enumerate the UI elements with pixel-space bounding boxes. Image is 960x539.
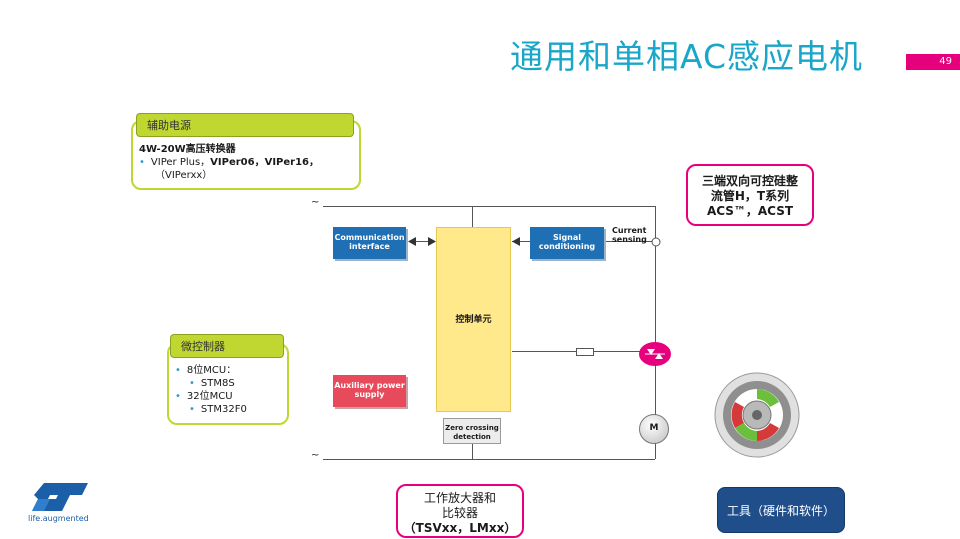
mains-symbol-bottom: ~ bbox=[311, 450, 320, 461]
signal-conditioning-block: Signal conditioning bbox=[530, 227, 604, 259]
aux-power-line1-plain: VIPer Plus， bbox=[150, 157, 211, 168]
control-feed bbox=[472, 206, 473, 228]
mains-line-top bbox=[323, 206, 655, 207]
mcu-item: •STM32F0 bbox=[189, 404, 247, 415]
mcu-item-label: 8位MCU： bbox=[186, 365, 237, 376]
current-sensing-label: Current sensing bbox=[612, 226, 647, 244]
arrow-comm-right-icon bbox=[428, 237, 436, 246]
zero-crossing-block: Zero crossing detection bbox=[443, 418, 501, 444]
mcu-item: •32位MCU bbox=[175, 391, 233, 402]
aux-power-header: 辅助电源 bbox=[136, 113, 354, 137]
triac-line2: 流管H，T系列 bbox=[710, 189, 790, 203]
sense-to-signal-line bbox=[604, 241, 655, 242]
opamp-line1: 工作放大器和 bbox=[423, 491, 496, 505]
triac-callout: 三端双向可控硅整 流管H，T系列 ACS™，ACST bbox=[686, 164, 814, 226]
control-unit-label: 控制单元 bbox=[455, 315, 492, 325]
mcu-item-label: 32位MCU bbox=[186, 391, 233, 402]
aux-power-line1-bold: VIPer06，VIPer16， bbox=[210, 157, 320, 168]
auxiliary-power-supply-block: Auxiliary power supply bbox=[333, 375, 406, 407]
tools-button[interactable]: 工具（硬件和软件） bbox=[717, 487, 845, 533]
gate-resistor bbox=[576, 348, 594, 356]
logo-tagline: life.augmented bbox=[28, 514, 89, 523]
aux-power-body: 4W-20W高压转换器 •VIPer Plus，VIPer06，VIPer16，… bbox=[139, 143, 351, 182]
control-unit-block: 控制单元 bbox=[436, 227, 511, 412]
aux-power-heading: 4W-20W高压转换器 bbox=[139, 144, 236, 155]
mains-symbol-top: ~ bbox=[311, 197, 320, 208]
triac-line1: 三端双向可控硅整 bbox=[701, 174, 798, 188]
current-sensor-icon bbox=[651, 237, 661, 247]
opamp-callout: 工作放大器和 比较器 （TSVxx，LMxx） bbox=[396, 484, 524, 538]
mcu-item: •STM8S bbox=[189, 378, 235, 389]
aux-power-line2: （VIPerxx） bbox=[155, 170, 213, 181]
zero-cross-line bbox=[472, 443, 473, 459]
mcu-item-label: STM32F0 bbox=[200, 404, 247, 415]
communication-interface-block: Communication interface bbox=[333, 227, 406, 259]
motor-label: M bbox=[649, 423, 659, 433]
mcu-list: •8位MCU： •STM8S •32位MCU •STM32F0 bbox=[175, 364, 280, 416]
motor-cross-section-icon bbox=[714, 372, 800, 458]
mcu-item: •8位MCU： bbox=[175, 365, 237, 376]
motor-symbol: M bbox=[639, 414, 669, 444]
aux-power-line1: •VIPer Plus，VIPer06，VIPer16， bbox=[139, 157, 320, 168]
triac-line3: ACS™，ACST bbox=[706, 204, 794, 218]
right-rail bbox=[655, 206, 656, 459]
st-logo-icon bbox=[32, 483, 88, 511]
opamp-line3: （TSVxx，LMxx） bbox=[403, 521, 517, 535]
arrow-comm-left-icon bbox=[408, 237, 416, 246]
opamp-line2: 比较器 bbox=[441, 506, 478, 520]
mcu-header: 微控制器 bbox=[170, 334, 284, 358]
arrow-signal-left-icon bbox=[512, 237, 520, 246]
page-number: 49 bbox=[906, 54, 960, 70]
slide-title: 通用和单相AC感应电机 bbox=[510, 37, 864, 76]
triac-icon bbox=[639, 342, 671, 366]
comm-to-control-line bbox=[409, 241, 435, 242]
mcu-item-label: STM8S bbox=[200, 378, 235, 389]
signal-to-control-line bbox=[512, 241, 530, 242]
mains-line-bottom bbox=[323, 459, 655, 460]
